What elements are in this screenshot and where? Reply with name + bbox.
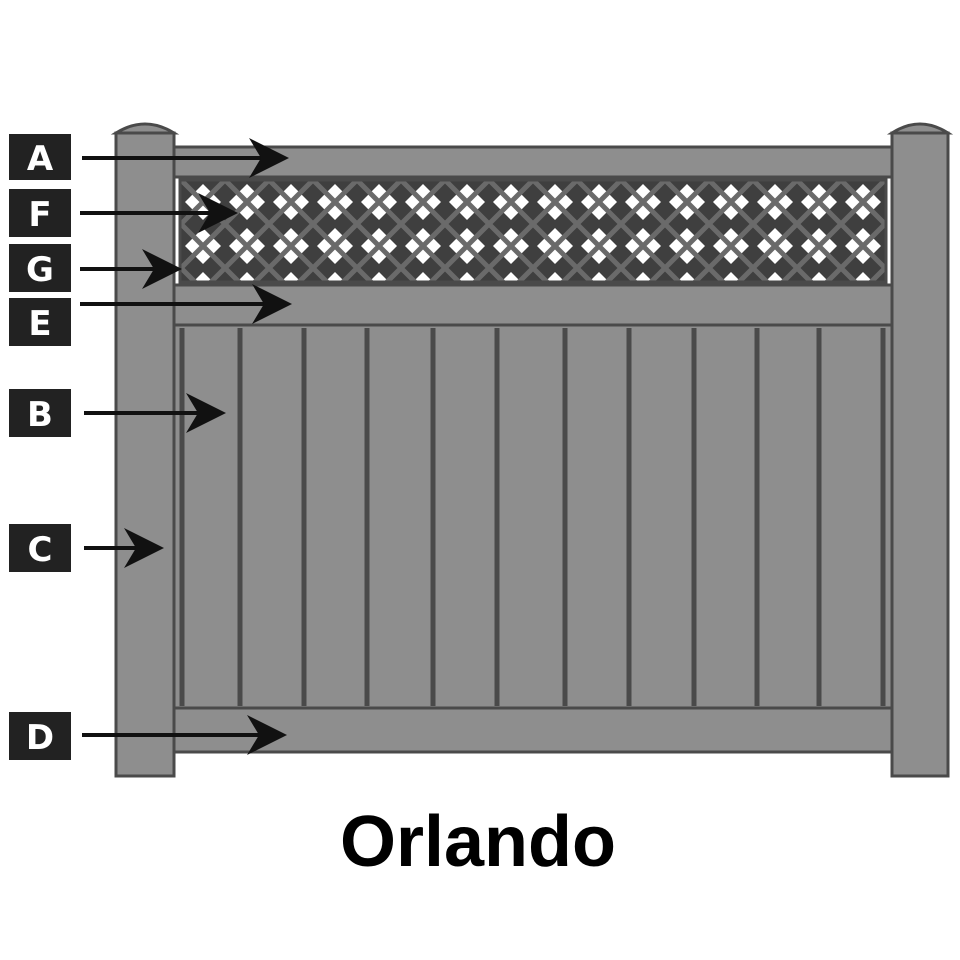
- label-E: E: [9, 284, 292, 346]
- left-post: [110, 122, 180, 778]
- label-A: A: [9, 134, 289, 180]
- lattice-panel: [178, 178, 888, 284]
- label-F-text: F: [28, 195, 51, 235]
- label-D-text: D: [26, 718, 54, 758]
- label-G-text: G: [26, 250, 54, 290]
- label-D: D: [9, 712, 287, 760]
- diagram-title: Orlando: [340, 802, 616, 882]
- label-F: F: [9, 189, 238, 237]
- label-C-text: C: [28, 530, 53, 570]
- privacy-boards: [172, 323, 894, 710]
- top-rail: [172, 145, 894, 179]
- label-G: G: [9, 244, 182, 292]
- label-A-text: A: [27, 139, 54, 179]
- right-post: [886, 122, 954, 778]
- label-B: B: [9, 389, 226, 437]
- label-B-text: B: [27, 395, 53, 435]
- label-E-text: E: [28, 304, 51, 344]
- label-C: C: [9, 524, 164, 572]
- bottom-rail: [172, 706, 894, 754]
